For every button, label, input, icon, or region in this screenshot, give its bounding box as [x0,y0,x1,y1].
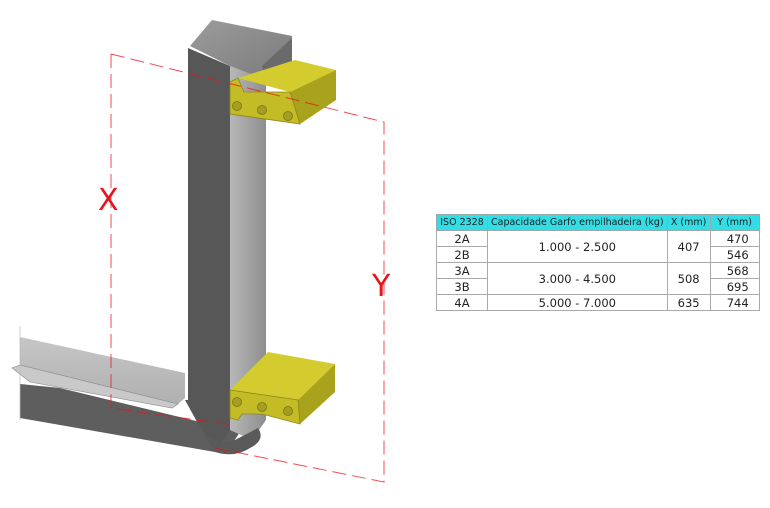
x-dimension-label: X [98,183,119,218]
table-row: 3A 3.000 - 4.500 508 568 [436,262,760,295]
header-y: Y (mm) [709,214,760,231]
capacity-cell: 1.000 - 2.500 [487,230,668,263]
x-value-cell: 508 [666,262,711,295]
bottom-carriage-plate [229,352,335,425]
table-row: 3B 695 [436,278,760,295]
y-value-cell: 744 [709,294,760,311]
y-dimension-label: Y [371,269,391,304]
iso-class-cell: 3A [436,262,488,279]
iso-class-cell: 2B [436,246,488,263]
iso-class-cell: 4A [436,294,488,311]
fork-shank [185,20,292,455]
table-row: 2A 1.000 - 2.500 407 470 [436,230,760,263]
x-value-cell: 407 [666,230,711,263]
top-carriage-plate [229,60,336,125]
iso-class-cell: 3B [436,278,488,295]
capacity-cell: 3.000 - 4.500 [487,262,668,295]
fork-blade [11,337,240,452]
y-value-cell: 695 [709,278,760,295]
y-value-cell: 546 [709,246,760,263]
table-row: 2B 546 [436,246,760,263]
iso-class-cell: 2A [436,230,488,247]
header-iso-class: ISO 2328 [436,214,488,231]
header-x: X (mm) [666,214,711,231]
x-value-cell: 635 [666,294,711,311]
capacity-cell: 5.000 - 7.000 [487,294,668,311]
iso-2328-spec-table: ISO 2328 Capacidade Garfo empilhadeira (… [436,214,760,311]
dimension-lines [19,53,385,483]
header-capacity: Capacidade Garfo empilhadeira (kg) [487,214,668,231]
table-row: 4A 5.000 - 7.000 635 744 [436,294,760,311]
y-value-cell: 568 [709,262,760,279]
table-header-row: ISO 2328 Capacidade Garfo empilhadeira (… [436,214,760,231]
y-value-cell: 470 [709,230,760,247]
